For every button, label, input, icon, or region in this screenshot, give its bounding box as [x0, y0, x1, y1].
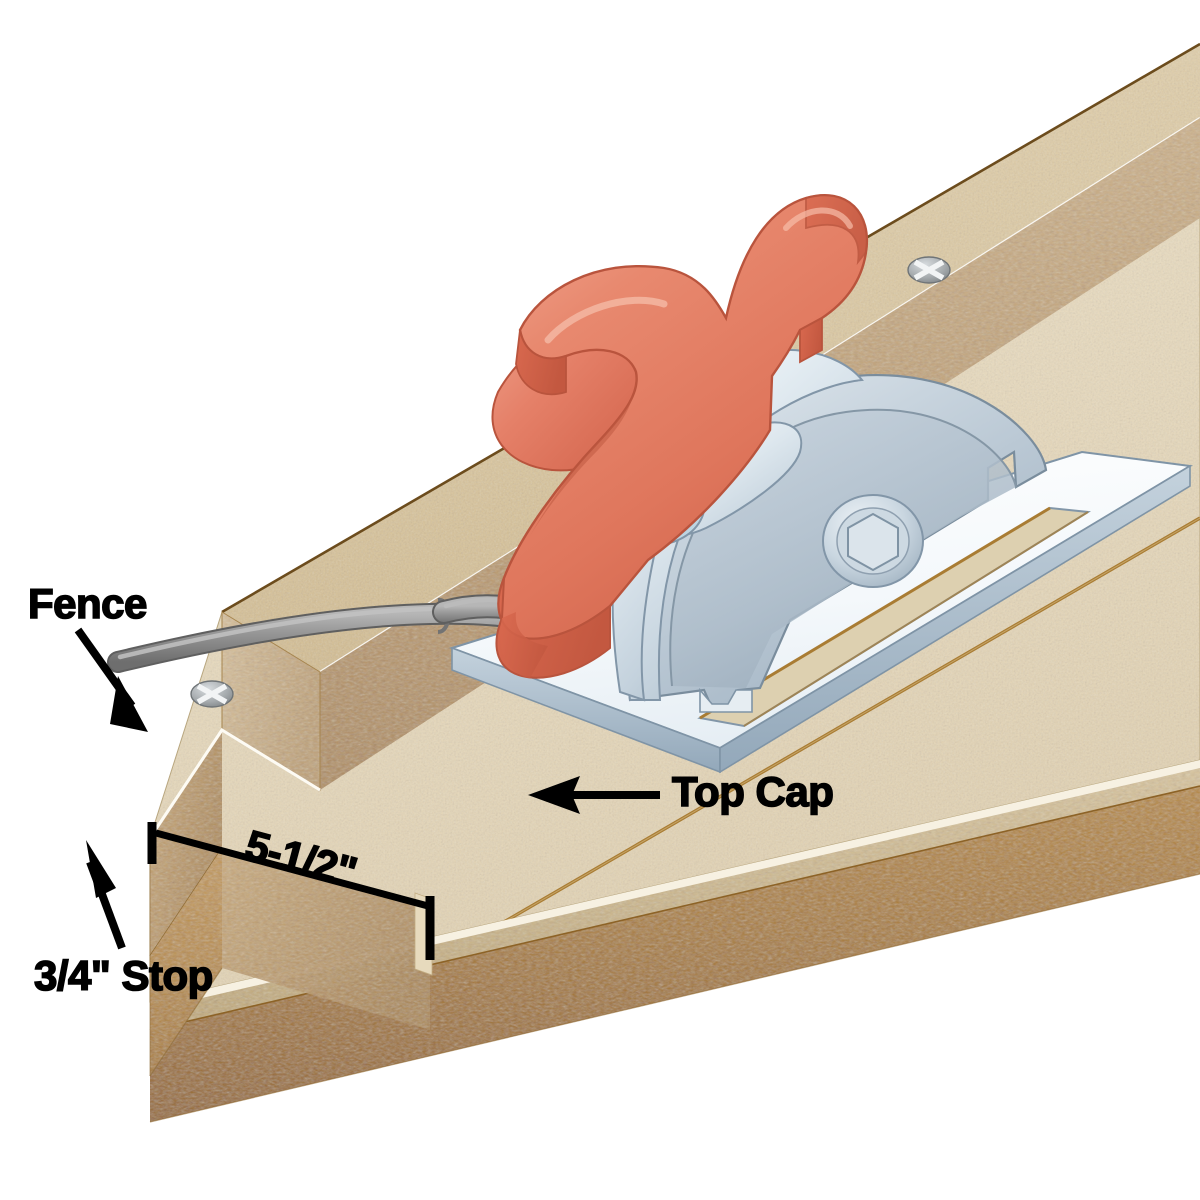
screw-left	[190, 680, 234, 708]
circular-saw	[448, 194, 1193, 774]
dimension-5-1-2	[147, 822, 435, 960]
callout-arrows	[74, 627, 660, 950]
screw-right	[907, 256, 951, 284]
saw-handle	[495, 194, 869, 679]
kerf-line	[429, 516, 1200, 967]
top-cap-arrow-icon	[528, 776, 660, 814]
stop-arrow-icon	[86, 840, 126, 950]
arbor-bolt	[822, 494, 924, 588]
fence-arrow-icon	[74, 627, 148, 732]
guard-shoe-notch	[699, 687, 753, 713]
